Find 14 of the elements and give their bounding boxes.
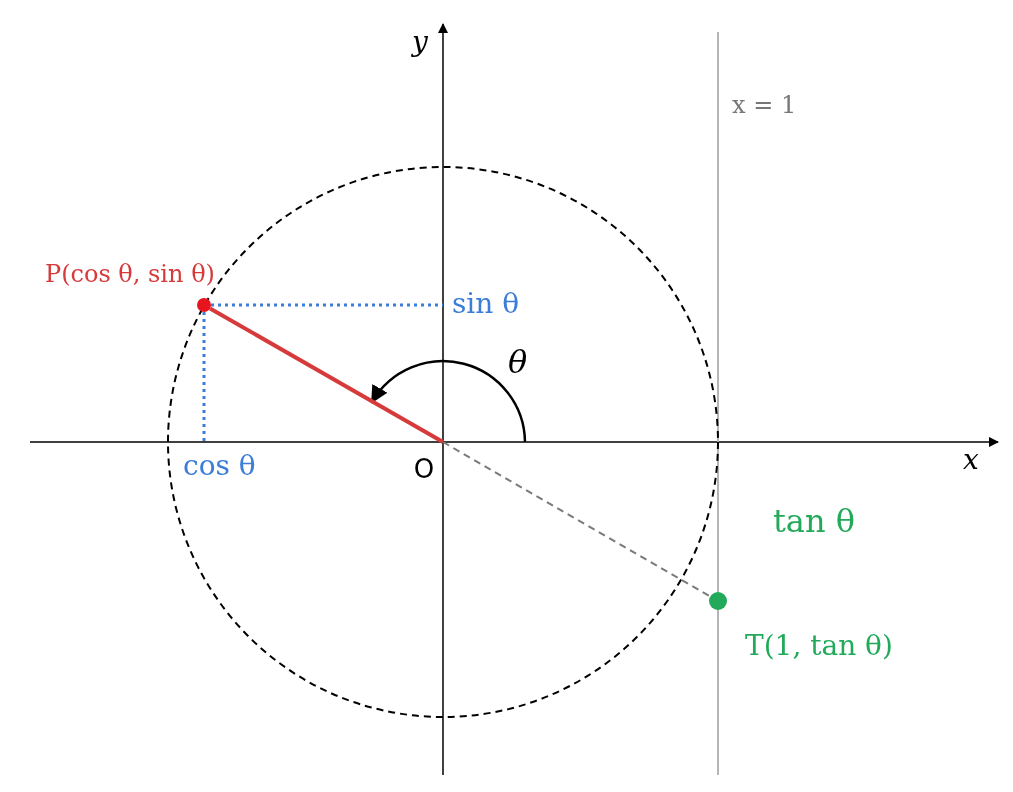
point-label: O (405, 442, 443, 482)
value-label: cos θ (183, 452, 256, 480)
point-label: P(cos θ, sin θ) (45, 262, 215, 286)
value-label: tan θ (773, 505, 855, 537)
angle-label: θ (508, 346, 528, 378)
point-marker (197, 298, 211, 312)
line-label: x = 1 (732, 93, 797, 117)
value-label: sin θ (452, 290, 520, 318)
axis-label: y (412, 28, 428, 56)
point-label: T(1, tan θ) (745, 632, 893, 660)
point-marker (709, 592, 727, 610)
axis-label: x (963, 446, 979, 474)
line-segment (209, 306, 444, 444)
dashed-line (442, 441, 712, 598)
